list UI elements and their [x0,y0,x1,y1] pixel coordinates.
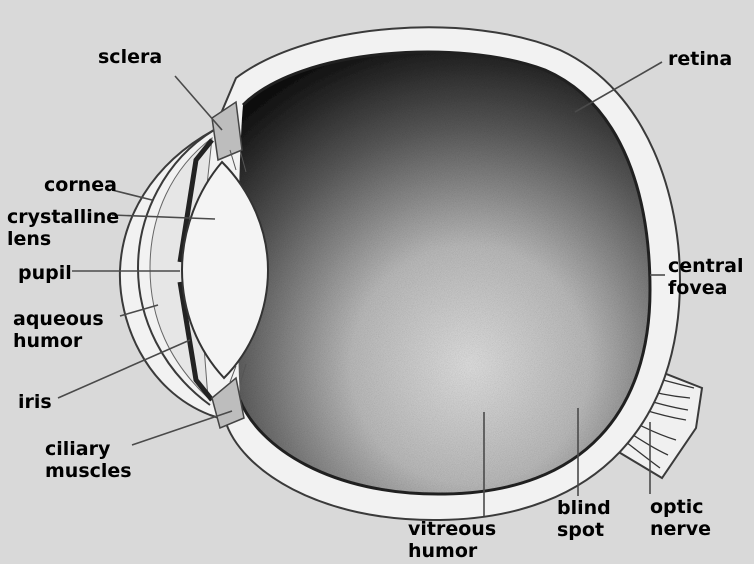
label-ciliary-muscles: ciliary muscles [45,438,132,482]
label-pupil: pupil [18,262,72,284]
label-blind-spot: blind spot [557,497,611,541]
label-crystalline-lens: crystalline lens [7,206,119,250]
label-optic-nerve: optic nerve [650,496,711,540]
leader-sclera [175,76,222,130]
vitreous-interior [238,52,650,494]
label-iris: iris [18,391,52,413]
leader-ciliary-muscles [132,411,232,445]
label-sclera: sclera [98,46,162,68]
label-central-fovea: central fovea [668,255,743,299]
label-aqueous-humor: aqueous humor [13,308,104,352]
label-retina: retina [668,48,732,70]
label-vitreous-humor: vitreous humor [408,518,496,562]
ciliary-muscle-top [212,102,242,160]
label-cornea: cornea [44,174,117,196]
